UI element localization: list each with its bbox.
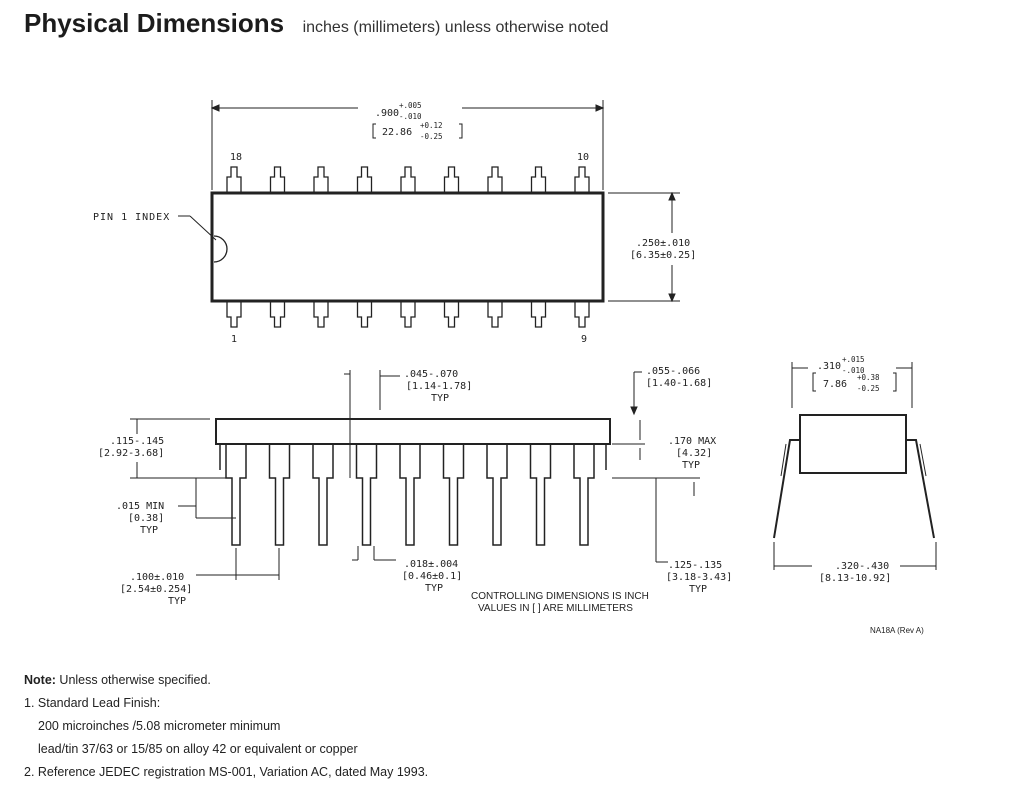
top-width-in: .250±.010	[636, 238, 690, 249]
pin-10-label: 10	[577, 152, 589, 163]
pitch-mm: [2.54±0.254]	[120, 584, 192, 595]
pin-18-label: 18	[230, 152, 242, 163]
lead-length-in: .125-.135	[668, 560, 722, 571]
top-length-mm-tol-minus: -0.25	[420, 132, 443, 141]
controlling-note-1: CONTROLLING DIMENSIONS IS INCH	[471, 591, 649, 602]
note-item-1-line-3: lead/tin 37/63 or 15/85 on alloy 42 or e…	[38, 742, 358, 756]
bottom-row-pin	[226, 301, 242, 328]
side-leads	[225, 444, 595, 546]
note-item-2: 2. Reference JEDEC registration MS-001, …	[24, 765, 429, 779]
pitch-in: .100±.010	[130, 572, 184, 583]
controlling-note-2: VALUES IN [ ] ARE MILLIMETERS	[478, 603, 633, 614]
top-length-mm-tol-plus: +0.12	[420, 121, 443, 130]
max-height-mm: [4.32]	[676, 448, 712, 459]
notes-heading-text: Unless otherwise specified.	[55, 673, 211, 687]
bottom-row-pin	[400, 301, 416, 328]
top-pins-top	[226, 166, 590, 193]
side-view	[130, 370, 700, 580]
end-width-in-tol-plus: +.015	[842, 355, 865, 364]
top-row-pin	[313, 166, 329, 193]
note-item-1-line-2: 200 microinches /5.08 micrometer minimum	[38, 719, 281, 733]
pin-9-label: 9	[581, 334, 587, 345]
page-subtitle: inches (millimeters) unless otherwise no…	[302, 19, 609, 36]
side-lead	[486, 444, 508, 546]
top-length-in-tol-minus: -.010	[399, 112, 422, 121]
note-item-1: 1. Standard Lead Finish:	[24, 696, 161, 710]
standoff-mm: [0.38]	[128, 513, 164, 524]
top-row-pin	[574, 166, 590, 193]
side-lead	[225, 444, 247, 546]
notes-heading: Note:	[24, 673, 56, 687]
side-lead	[355, 444, 378, 546]
package-drawing: .900 +.005 -.010 22.86 +0.12 -0.25 18 10…	[93, 100, 937, 635]
end-view	[773, 362, 937, 570]
side-lead	[399, 444, 421, 546]
notes: Note: Unless otherwise specified. 1. Sta…	[24, 672, 428, 787]
bottom-row-pin	[530, 301, 547, 328]
bottom-row-pin	[487, 301, 503, 328]
lead-span-in: .320-.430	[835, 561, 889, 572]
top-row-pin	[443, 166, 460, 193]
bottom-row-pin	[269, 301, 286, 328]
lead-length-typ: TYP	[689, 584, 707, 595]
lead-width-mm: [0.46±0.1]	[402, 571, 462, 582]
side-lead	[573, 444, 595, 546]
shoulder-in: .055-.066	[646, 366, 700, 377]
bottom-row-pin	[356, 301, 373, 328]
top-view	[178, 100, 680, 328]
max-height-typ: TYP	[682, 460, 700, 471]
lead-width-typ: TYP	[425, 583, 443, 594]
pin1-index-label: PIN 1 INDEX	[93, 212, 170, 223]
lead-width-in: .018±.004	[404, 559, 458, 570]
side-lead	[442, 444, 465, 546]
top-length-mm: 22.86	[382, 127, 412, 138]
top-row-pin	[487, 166, 503, 193]
seat-in: .045-.070	[404, 369, 458, 380]
seat-typ: TYP	[431, 393, 449, 404]
side-lead	[268, 444, 291, 546]
pitch-typ: TYP	[168, 596, 186, 607]
lead-span-mm: [8.13-10.92]	[819, 573, 891, 584]
bottom-row-pin	[443, 301, 460, 328]
top-length-in-tol-plus: +.005	[399, 101, 422, 110]
end-width-in-tol-minus: -.010	[842, 366, 865, 375]
top-row-pin	[226, 166, 242, 193]
end-width-mm-tol-plus: +0.38	[857, 373, 880, 382]
top-row-pin	[269, 166, 286, 193]
top-row-pin	[400, 166, 416, 193]
page-title: Physical Dimensions	[24, 8, 285, 38]
side-lead	[529, 444, 552, 546]
max-height-in: .170 MAX	[668, 436, 716, 447]
top-pins-bottom	[226, 301, 590, 328]
top-width-mm: [6.35±0.25]	[630, 250, 696, 261]
standoff-in: .015 MIN	[116, 501, 164, 512]
top-length-in: .900	[375, 108, 399, 119]
body-height-mm: [2.92-3.68]	[98, 448, 164, 459]
side-lead	[312, 444, 334, 546]
end-width-mm: 7.86	[823, 379, 847, 390]
body-height-in: .115-.145	[110, 436, 164, 447]
top-row-pin	[356, 166, 373, 193]
standoff-typ: TYP	[140, 525, 158, 536]
notes-heading-line: Note: Unless otherwise specified.	[24, 672, 428, 695]
end-width-in: .310	[817, 361, 841, 372]
page-header: Physical Dimensions inches (millimeters)…	[24, 8, 608, 39]
shoulder-mm: [1.40-1.68]	[646, 378, 712, 389]
bottom-row-pin	[574, 301, 590, 328]
revision-label: NA18A (Rev A)	[870, 626, 924, 635]
bottom-row-pin	[313, 301, 329, 328]
end-width-mm-tol-minus: -0.25	[857, 384, 880, 393]
seat-mm: [1.14-1.78]	[406, 381, 472, 392]
pin-1-label: 1	[231, 334, 237, 345]
lead-length-mm: [3.18-3.43]	[666, 572, 732, 583]
top-row-pin	[530, 166, 547, 193]
